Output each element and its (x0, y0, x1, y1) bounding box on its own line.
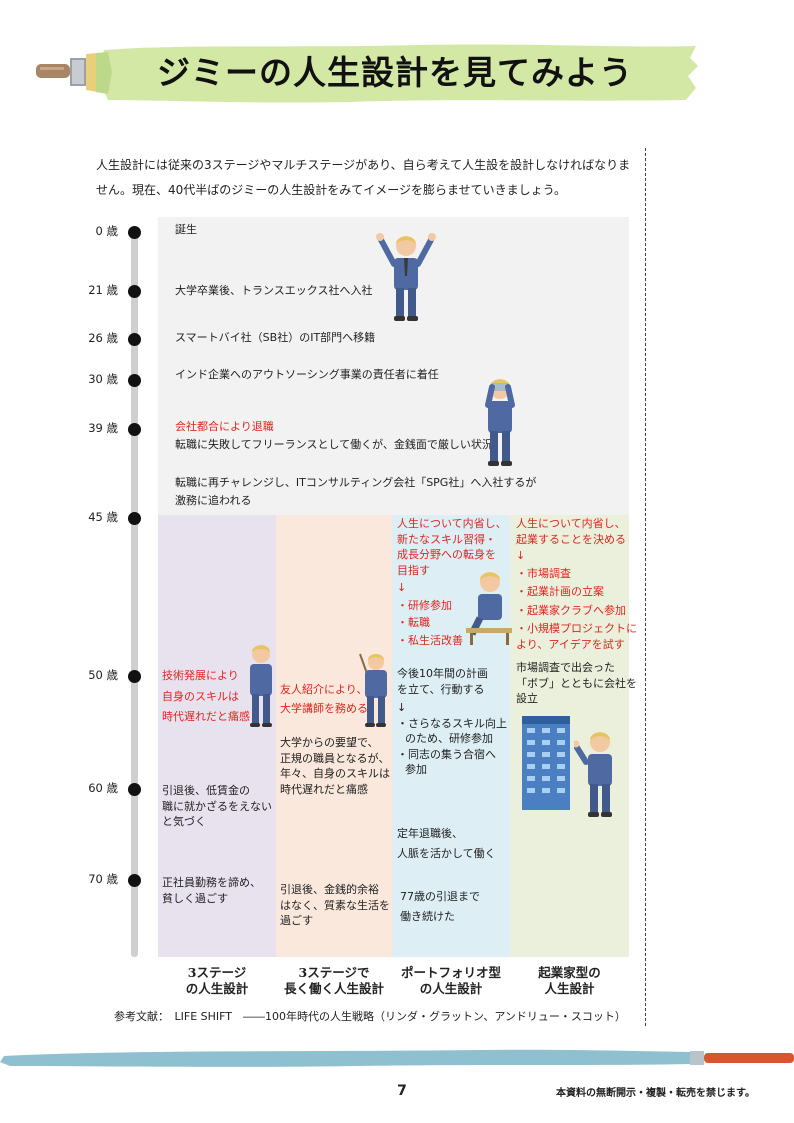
age-label: 70 歳 (88, 872, 118, 886)
event-spg-overwork: 激務に追われる (175, 494, 252, 507)
page-title: ジミーの人生設計を見てみよう (157, 53, 633, 92)
page-number: 7 (397, 1083, 407, 1099)
col3-retire-77: 77歳の引退まで働き続けた (400, 890, 480, 923)
person-worried-icon (485, 379, 515, 466)
paintbrush-icon (36, 52, 112, 94)
reference: 参考文献： LIFE SHIFT ――100年時代の人生戦略（リンダ・グラットン… (114, 1010, 626, 1023)
label-entrepreneur: 起業家型の人生設計 (538, 965, 601, 996)
dashed-divider (645, 148, 646, 1026)
age-label: 50 歳 (88, 668, 118, 682)
col4-company-founding: 市場調査で出会った「ボブ」とともに会社を設立 (516, 661, 637, 705)
event-india-lead: インド企業へのアウトソーシング事業の責任者に着任 (175, 368, 439, 381)
age-label: 30 歳 (88, 372, 118, 386)
label-portfolio: ポートフォリオ型の人生設計 (400, 965, 501, 996)
timeline-dot (128, 226, 141, 239)
age-label: 60 歳 (88, 781, 118, 795)
age-label: 26 歳 (88, 331, 118, 345)
age-label: 0 歳 (95, 224, 118, 238)
timeline-dot (128, 783, 141, 796)
label-long-work: 3ステージで長く働く人生設計 (283, 965, 384, 996)
timeline-dot (128, 285, 141, 298)
timeline-dot (128, 374, 141, 387)
col1-retirement: 引退後、低賃金の職に就かざるをえないと気づく (162, 784, 272, 828)
timeline-dot (128, 333, 141, 346)
timeline-dot (128, 874, 141, 887)
person-lecturing-icon (359, 653, 387, 727)
age-label: 45 歳 (88, 510, 118, 524)
intro-text: 人生設計には従来の3ステージやマルチステージがあり、自ら考えて人生設を設計しなけ… (96, 158, 631, 197)
three-stage-column (158, 515, 276, 957)
col1-realization: 技術発展により自身のスキルは時代遅れだと痛感 (162, 669, 250, 723)
bottom-brush-stroke (0, 1049, 794, 1067)
long-work-column (276, 515, 392, 957)
age-label: 39 歳 (88, 421, 118, 435)
col2-staff: 大学からの要望で、正規の職員となるが、年々、自身のスキルは時代遅れだと痛感 (280, 736, 390, 796)
col3-reflection: 人生について内省し、新たなスキル習得・成長分野への転身を目指す ↓ ・研修参加 … (397, 517, 507, 647)
timeline-rail (131, 228, 138, 957)
event-birth: 誕生 (175, 223, 197, 236)
event-sb-transfer: スマートバイ社（SB社）のIT部門へ移籍 (175, 331, 376, 344)
person-pointing-icon (574, 732, 612, 817)
label-three-stage: 3ステージの人生設計 (185, 965, 249, 996)
person-studying-icon (466, 572, 512, 645)
event-freelance: 転職に失敗してフリーランスとして働くが、金銭面で厳しい状況 (175, 438, 493, 451)
event-spg-join: 転職に再チャレンジし、ITコンサルティング会社「SPG社」へ入社するが (175, 476, 537, 489)
col4-reflection: 人生について内省し、起業することを決める ↓ ・市場調査 ・起業計画の立案 ・起… (516, 517, 637, 651)
timeline-dot (128, 670, 141, 683)
col2-retirement: 引退後、金銭的余裕はなく、質素な生活を過ごす (280, 883, 390, 927)
age-label: 21 歳 (88, 283, 118, 297)
col3-post-retirement: 定年退職後、人脈を活かして働く (397, 827, 496, 860)
event-layoff: 会社都合により退職 (175, 420, 274, 433)
copyright-notice: 本資料の無断開示・複製・転売を禁じます。 (556, 1088, 755, 1099)
office-building-icon (522, 716, 570, 810)
title-banner (100, 44, 698, 103)
person-thinking-icon (250, 645, 272, 727)
person-cheering-icon (376, 233, 436, 321)
col2-lecturer: 友人紹介により、大学講師を務める (280, 683, 368, 715)
col3-plan: 今後10年間の計画を立て、行動する ↓ ・さらなるスキル向上のため、研修参加 ・… (397, 667, 507, 776)
event-graduation: 大学卒業後、トランスエックス社へ入社 (175, 284, 373, 297)
timeline-dot (128, 512, 141, 525)
col1-later-life: 正社員勤務を諦め、貧しく過ごす (162, 876, 261, 905)
timeline-dot (128, 423, 141, 436)
